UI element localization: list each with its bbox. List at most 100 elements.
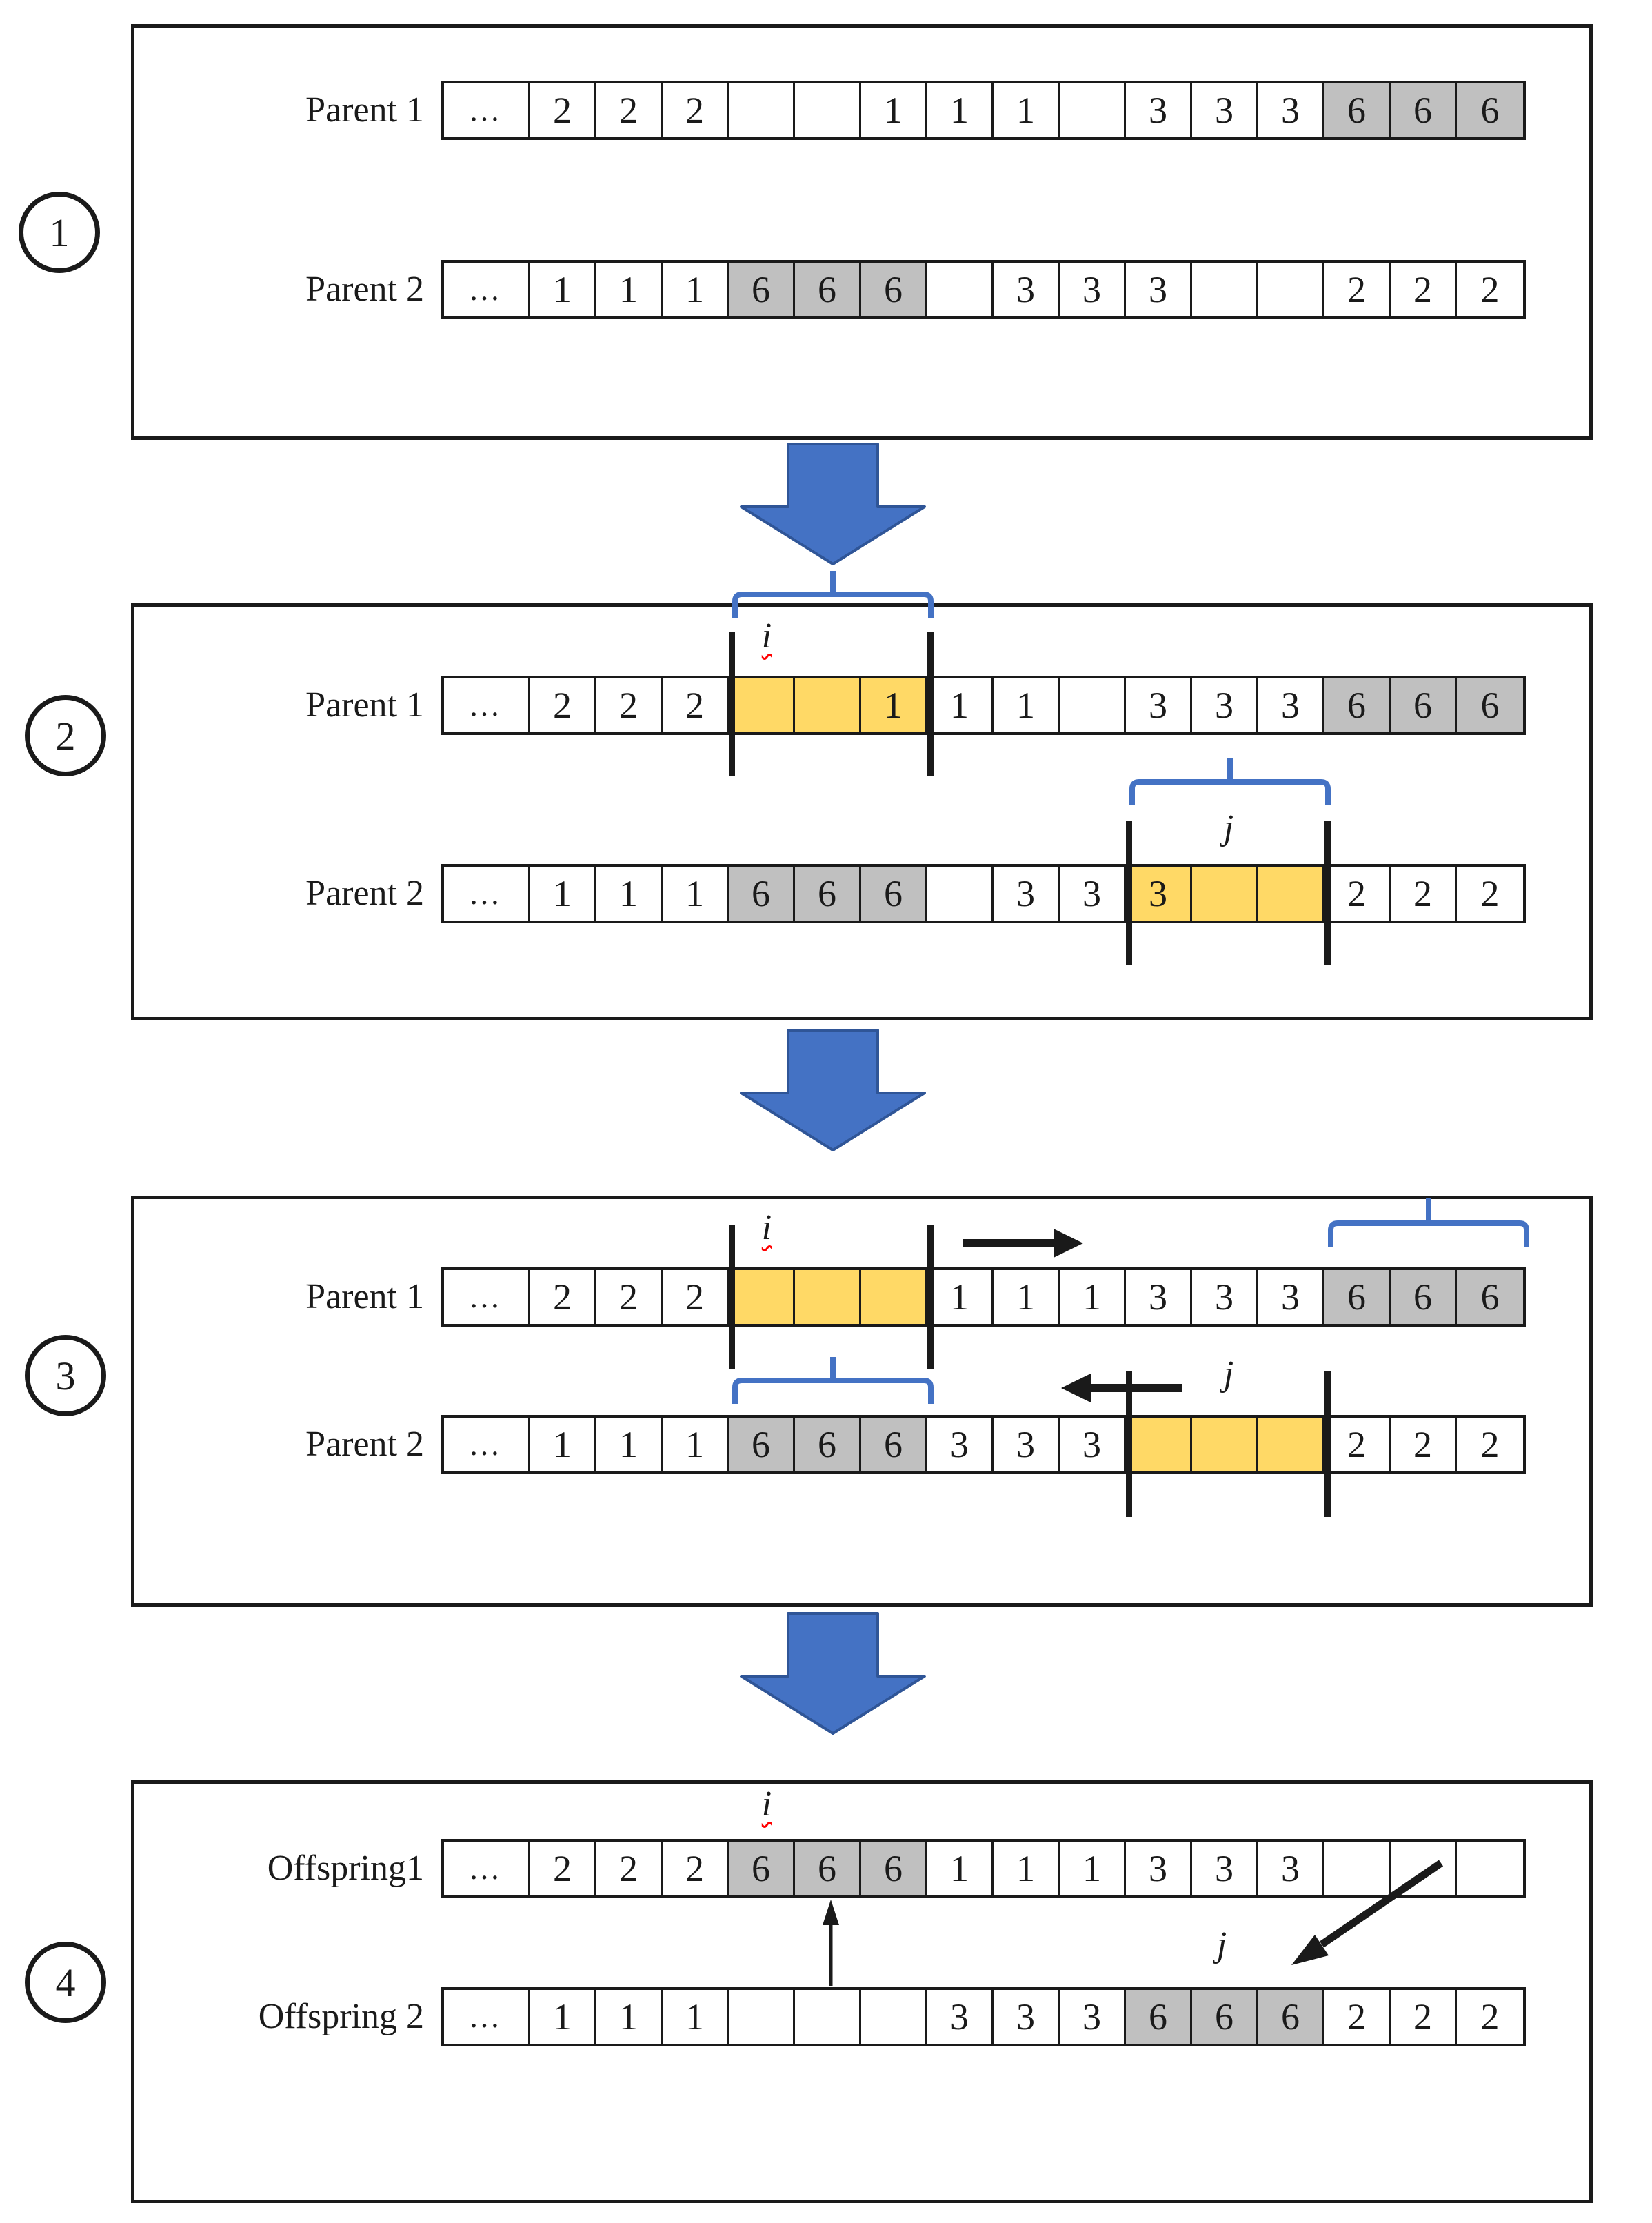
gene-cell: … <box>444 1270 530 1324</box>
gene-cell: 3 <box>1192 678 1258 732</box>
gene-cell: 1 <box>530 263 596 316</box>
gene-cell: 1 <box>663 867 729 921</box>
gene-cell: 6 <box>1457 1270 1523 1324</box>
selection-bar <box>729 1225 735 1369</box>
gene-cell: 1 <box>663 263 729 316</box>
row-label: Parent 2 <box>305 874 424 913</box>
gene-cell <box>861 1270 927 1324</box>
gene-cell: 2 <box>1391 1418 1457 1471</box>
step-4-number: 4 <box>55 1960 76 2005</box>
row-label: Parent 1 <box>305 1277 424 1316</box>
gene-cell: 2 <box>1324 263 1391 316</box>
gene-cell: 2 <box>1324 867 1391 921</box>
big-down-arrow-icon <box>740 1612 926 1735</box>
gene-cell: … <box>444 1842 530 1895</box>
step-2-badge: 2 <box>25 695 106 776</box>
gene-cell: 6 <box>1324 678 1391 732</box>
gene-cell <box>1060 678 1126 732</box>
gene-cell: 2 <box>1480 1996 1500 2038</box>
row-label: Parent 1 <box>305 90 424 130</box>
gene-cell: 2 <box>1480 269 1500 310</box>
gene-cell: 2 <box>596 1270 663 1324</box>
gene-cell: 6 <box>861 1418 927 1471</box>
selection-bar <box>1324 1371 1331 1517</box>
marker-i: i <box>761 1784 772 1824</box>
gene-cell: 1 <box>663 1990 729 2044</box>
gene-cell <box>1192 867 1258 921</box>
gene-cell: 6 <box>729 1418 795 1471</box>
selection-bar <box>729 632 735 776</box>
gene-cell: 3 <box>1258 1842 1324 1895</box>
gene-cell: 2 <box>530 678 596 732</box>
gene-cell <box>729 678 795 732</box>
gene-cell: 6 <box>729 1842 795 1895</box>
step-3-panel <box>131 1196 1593 1607</box>
gene-cell: 3 <box>994 1990 1060 2044</box>
gene-cell: 2 <box>596 678 663 732</box>
gene-cell: 6 <box>795 867 861 921</box>
gene-cell: 3 <box>927 1418 994 1471</box>
gene-cell: 2 <box>663 1842 729 1895</box>
gene-cell: 2 <box>530 83 596 137</box>
step-3-number: 3 <box>55 1353 76 1398</box>
gene-cell: 1 <box>530 1418 596 1471</box>
gene-cell <box>927 867 994 921</box>
selection-bar <box>1126 1371 1132 1517</box>
gene-cell: … <box>444 263 530 316</box>
gene-cell: … <box>444 83 530 137</box>
gene-cell: 2 <box>663 83 729 137</box>
gene-cell: 2 <box>1324 1990 1391 2044</box>
gene-cell: 1 <box>927 1842 994 1895</box>
gene-cell: … <box>444 1418 530 1471</box>
gene-cell <box>795 1990 861 2044</box>
step-1-number: 1 <box>49 210 70 255</box>
gene-cell <box>729 1990 795 2044</box>
gene-cell: 1 <box>927 1270 994 1324</box>
gene-cell <box>1324 1842 1391 1895</box>
row-label: Parent 2 <box>305 1425 424 1464</box>
big-down-arrow-icon <box>740 1029 926 1151</box>
gene-cell: 2 <box>1480 1424 1500 1465</box>
gene-cell: 6 <box>729 867 795 921</box>
gene-cell: 1 <box>530 1990 596 2044</box>
gene-cell: 6 <box>1457 678 1523 732</box>
gene-cell: 3 <box>1192 1270 1258 1324</box>
gene-cell: 3 <box>1126 1270 1192 1324</box>
gene-cell: 6 <box>1324 1270 1391 1324</box>
brace-icon <box>1328 1197 1529 1249</box>
gene-cell <box>795 1270 861 1324</box>
gene-cell: 3 <box>1126 678 1192 732</box>
marker-j: j <box>1223 1354 1234 1394</box>
marker-j: j <box>1223 808 1234 847</box>
gene-cell: 2 <box>1324 1418 1391 1471</box>
gene-cell: 3 <box>1258 83 1324 137</box>
gene-cell <box>1060 83 1126 137</box>
gene-cell: 3 <box>1126 1842 1192 1895</box>
gene-cell: 3 <box>994 867 1060 921</box>
gene-cell: 3 <box>994 263 1060 316</box>
gene-cell: 6 <box>861 867 927 921</box>
gene-cell <box>1457 1842 1523 1895</box>
gene-cell: 2 <box>596 1842 663 1895</box>
gene-cell: 6 <box>861 1842 927 1895</box>
gene-cell: 6 <box>1324 83 1391 137</box>
gene-cell: 3 <box>1060 867 1126 921</box>
gene-cell: 2 <box>1391 263 1457 316</box>
row-label: Offspring1 <box>267 1849 424 1888</box>
gene-cell: 6 <box>861 263 927 316</box>
gene-cell: 3 <box>927 1990 994 2044</box>
gene-cell <box>729 1270 795 1324</box>
gene-cell: 2 <box>530 1270 596 1324</box>
gene-cell: 1 <box>994 83 1060 137</box>
gene-cell <box>1258 1418 1324 1471</box>
right-arrow-icon <box>958 1226 1086 1260</box>
row-label: Parent 1 <box>305 685 424 725</box>
gene-cell: 3 <box>1060 263 1126 316</box>
gene-cell: 1 <box>596 1990 663 2044</box>
gene-cell: 3 <box>1126 83 1192 137</box>
